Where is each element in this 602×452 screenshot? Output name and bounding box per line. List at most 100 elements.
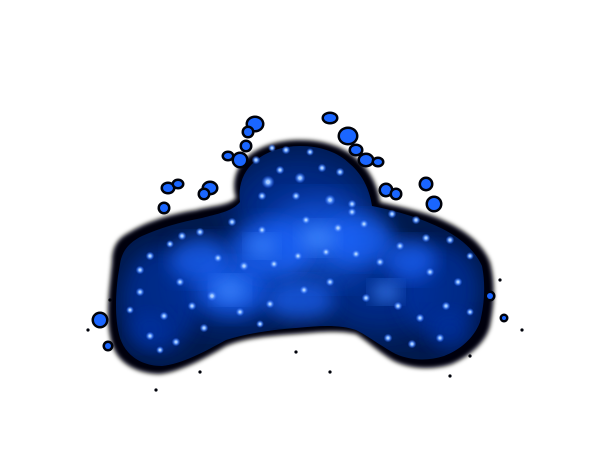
point-source (328, 280, 332, 284)
point-source (258, 322, 262, 326)
emission-knot (360, 155, 372, 165)
emission-knot (234, 154, 246, 166)
point-source (238, 310, 242, 314)
point-source (294, 194, 298, 198)
emission-knot (421, 179, 431, 189)
point-source (350, 210, 354, 214)
emission-core-glow (122, 157, 480, 352)
emission-lobe (384, 240, 436, 280)
emission-knot (487, 293, 493, 299)
point-source (260, 194, 264, 198)
point-source (168, 242, 172, 246)
emission-lobe (300, 224, 336, 252)
point-source (364, 296, 368, 300)
point-source (148, 334, 152, 338)
emission-lobe (266, 280, 334, 320)
point-source (308, 150, 312, 154)
emission-knot (381, 185, 391, 195)
point-source (468, 254, 472, 258)
point-source (162, 314, 166, 318)
point-source (266, 180, 270, 184)
point-source (210, 294, 214, 298)
emission-knot (163, 184, 173, 192)
point-source (270, 146, 274, 150)
speckle (154, 388, 158, 392)
emission-knot (340, 129, 356, 143)
emission-lobe (326, 216, 394, 264)
speckle (294, 350, 298, 354)
point-source (230, 220, 234, 224)
point-source (278, 168, 282, 172)
detached-emission-knots (86, 111, 524, 392)
point-source (390, 212, 394, 216)
point-source (148, 254, 152, 258)
point-source (180, 234, 184, 238)
emission-knot (244, 128, 252, 136)
point-source (350, 202, 354, 206)
emission-knot (324, 114, 336, 122)
point-source (138, 268, 142, 272)
speckle (198, 370, 202, 374)
emission-knot (200, 190, 208, 198)
point-source (386, 336, 390, 340)
speckle (86, 328, 90, 332)
point-source (138, 290, 142, 294)
point-source (284, 148, 288, 152)
emission-lobe (248, 236, 276, 256)
speckle (448, 374, 452, 378)
emission-knot (224, 153, 232, 159)
point-source (202, 326, 206, 330)
point-source (242, 264, 246, 268)
speckle (498, 278, 502, 282)
point-source (268, 302, 272, 306)
point-source (438, 336, 442, 340)
emission-knot (105, 343, 111, 349)
point-source (324, 250, 328, 254)
point-source (296, 254, 300, 258)
emission-knot (174, 181, 182, 187)
point-source (328, 198, 332, 202)
point-sources (126, 144, 474, 354)
point-source (298, 176, 302, 180)
point-source (190, 304, 194, 308)
speckle (468, 354, 472, 358)
point-source (362, 222, 366, 226)
point-source (456, 280, 460, 284)
point-source (396, 304, 400, 308)
speckle (520, 328, 524, 332)
point-source (414, 218, 418, 222)
emission-lobe (170, 238, 230, 282)
point-source (468, 310, 472, 314)
point-source (448, 238, 452, 242)
speckle (108, 298, 112, 302)
point-source (178, 280, 182, 284)
point-source (254, 158, 258, 162)
point-source (398, 244, 402, 248)
point-source (424, 236, 428, 240)
point-source (260, 228, 264, 232)
speckle (328, 370, 332, 374)
emission-knot (502, 316, 506, 320)
point-source (418, 316, 422, 320)
emission-lobe (214, 278, 246, 302)
point-source (444, 304, 448, 308)
emission-lobe (130, 312, 170, 348)
point-source (302, 288, 306, 292)
emission-knot (428, 198, 440, 210)
point-source (428, 270, 432, 274)
point-source (128, 308, 132, 312)
point-source (336, 226, 340, 230)
emission-knot (374, 159, 382, 165)
point-source (354, 252, 358, 256)
point-source (174, 340, 178, 344)
point-source (216, 256, 220, 260)
point-source (304, 218, 308, 222)
point-source (410, 342, 414, 346)
point-source (338, 170, 342, 174)
emission-knot (94, 314, 106, 326)
emission-knot (351, 146, 361, 154)
emission-lobe (372, 282, 400, 302)
emission-knot (392, 190, 400, 198)
